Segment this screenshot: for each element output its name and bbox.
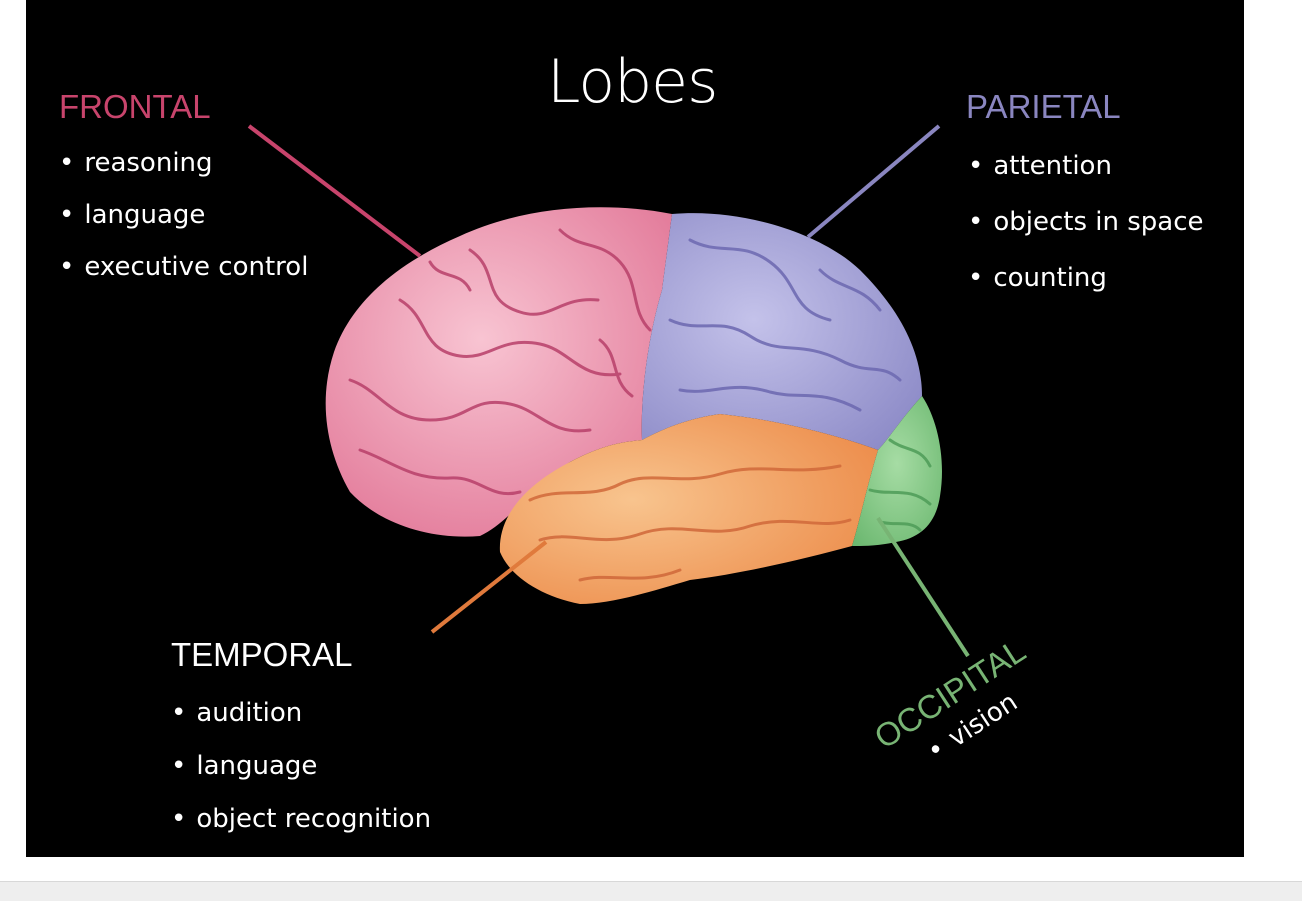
occipital-connector-line <box>876 516 970 658</box>
list-item: object recognition <box>171 804 431 834</box>
list-item: executive control <box>59 252 308 282</box>
bottom-scroll-bar <box>0 881 1302 901</box>
frontal-function-list: reasoning language executive control <box>59 148 308 304</box>
temporal-heading: TEMPORAL <box>171 636 353 673</box>
list-item: language <box>59 200 308 230</box>
list-item: language <box>171 751 431 781</box>
parietal-function-list: attention objects in space counting <box>968 151 1204 319</box>
list-item: objects in space <box>968 207 1203 237</box>
frontal-heading: FRONTAL <box>59 88 211 125</box>
parietal-heading: PARIETAL <box>966 88 1121 125</box>
temporal-connector-line <box>430 540 548 634</box>
parietal-connector-line <box>806 124 941 239</box>
occipital-gyri <box>868 438 932 532</box>
parietal-lobe-region <box>641 213 922 450</box>
frontal-gyri <box>348 228 652 495</box>
occipital-lobe-region <box>852 396 942 546</box>
list-item: attention <box>968 151 1204 181</box>
list-item: reasoning <box>59 148 308 178</box>
frontal-lobe-region <box>325 207 672 537</box>
parietal-gyri <box>668 238 902 412</box>
list-item: audition <box>171 698 431 728</box>
temporal-lobe-region <box>499 414 878 604</box>
slide-title: Lobes <box>547 47 718 117</box>
list-item: counting <box>968 263 1204 293</box>
temporal-gyri <box>528 464 852 582</box>
temporal-function-list: audition language object recognition <box>171 698 431 857</box>
